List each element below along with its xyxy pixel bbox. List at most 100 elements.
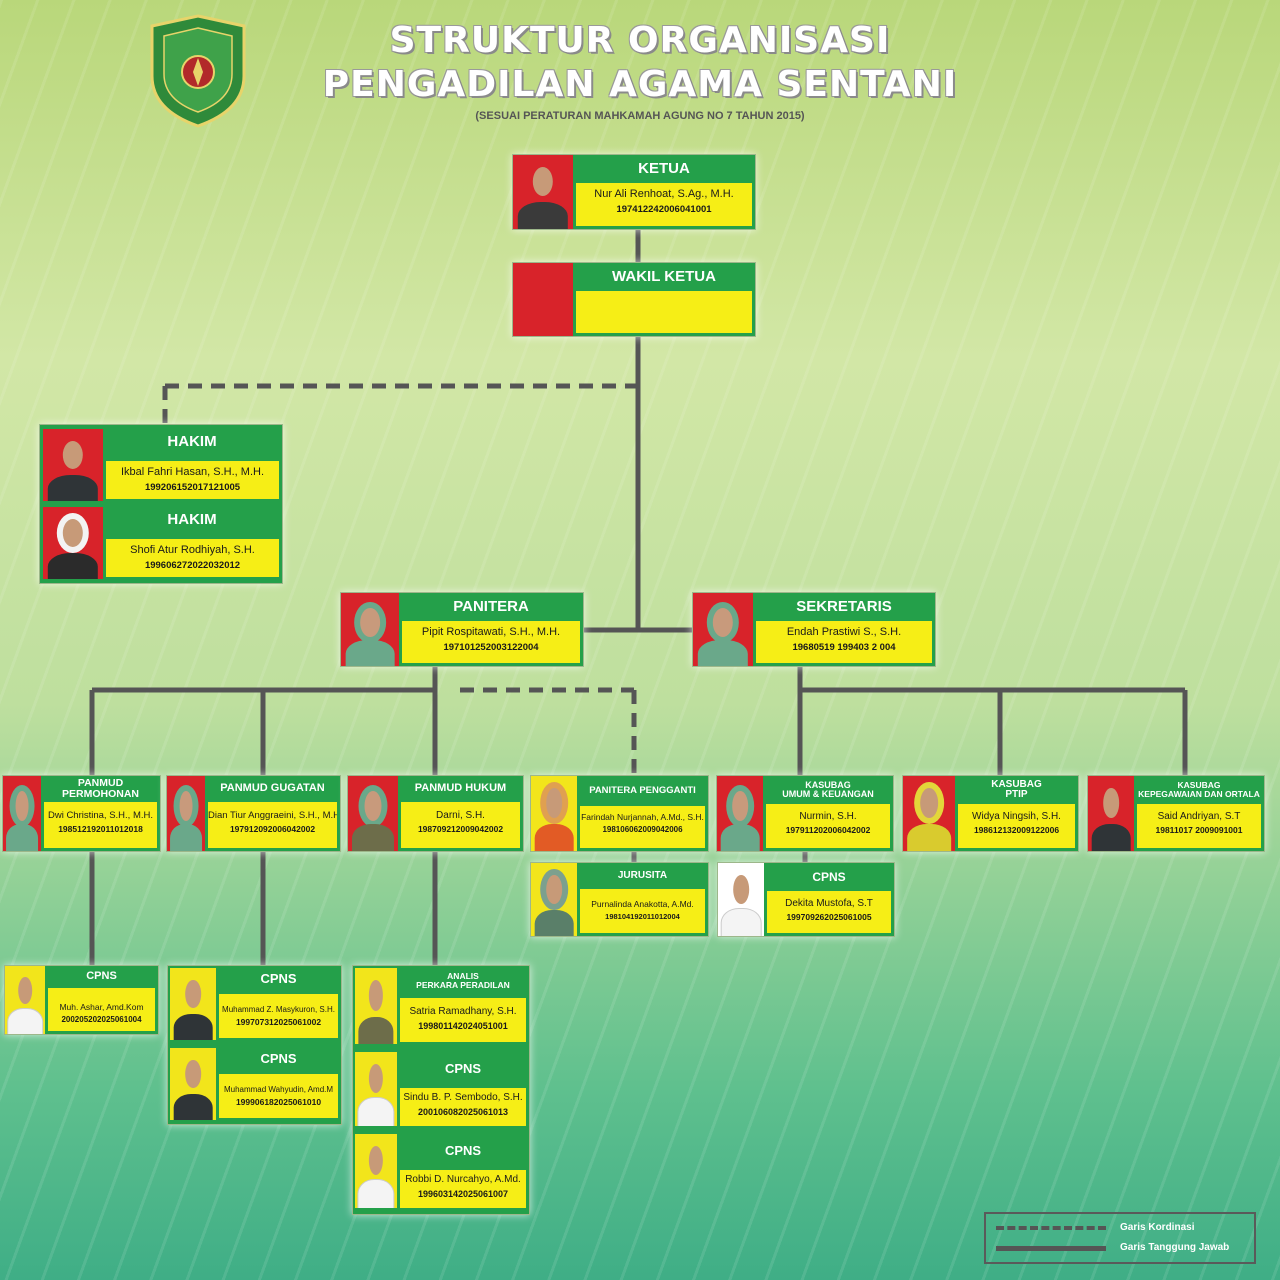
hakim-2-photo xyxy=(43,507,103,579)
cpns-gugatan-2-photo xyxy=(170,1048,216,1120)
solid-line-sample xyxy=(996,1246,1106,1251)
sekretaris-box[interactable]: SEKRETARIS Endah Prastiwi S., S.H. 19680… xyxy=(692,592,936,667)
legend: Garis Kordinasi Garis Tanggung Jawab xyxy=(984,1212,1256,1264)
person-nip: 200106082025061013 xyxy=(417,1107,509,1117)
position-title: CPNS xyxy=(444,1143,482,1159)
kasubag-ptip-photo xyxy=(903,776,955,851)
panmud-permohonan-box[interactable]: PANMUD PERMOHONAN Dwi Christina, S.H., M… xyxy=(2,775,161,852)
person-name: Purnalinda Anakotta, A.Md. xyxy=(591,899,694,909)
page-title-line-2: PENGADILAN AGAMA SENTANI xyxy=(322,64,958,105)
person-name: Satria Ramadhany, S.H. xyxy=(409,1006,517,1017)
position-title: CPNS xyxy=(260,1051,297,1067)
hakim-1-photo xyxy=(43,429,103,501)
cpns-permohonan-photo xyxy=(5,966,45,1034)
panmud-hukum-box[interactable]: PANMUD HUKUM Darni, S.H. 198709212009042… xyxy=(347,775,524,852)
person-name: Muhammad Z. Masykuron, S.H. xyxy=(222,1005,335,1014)
person-name: Sindu B. P. Sembodo, S.H. xyxy=(403,1092,523,1103)
person-nip: 197911202006042002 xyxy=(785,825,871,835)
responsibility-lines xyxy=(89,228,1188,965)
position-title: JURUSITA xyxy=(617,869,668,881)
sekretaris-photo xyxy=(693,593,753,666)
person-name: Endah Prastiwi S., S.H. xyxy=(786,626,902,638)
person-name: Dian Tiur Anggraeini, S.H., M.H. xyxy=(208,810,337,821)
cpns-umum-photo xyxy=(718,863,764,936)
cpns-gugatan-group: CPNS Muhammad Z. Masykuron, S.H. 1997073… xyxy=(167,965,342,1125)
person-name: Dekita Mustofa, S.T xyxy=(785,898,873,909)
panitera-pengganti-box[interactable]: PANITERA PENGGANTI Farindah Nurjannah, A… xyxy=(530,775,709,852)
panitera-box[interactable]: PANITERA Pipit Rospitawati, S.H., M.H. 1… xyxy=(340,592,584,667)
cpns-hukum-2-photo xyxy=(355,1134,397,1208)
person-name: Dwi Christina, S.H., M.H. xyxy=(47,810,154,821)
kasubag-kepegawaian-box[interactable]: KASUBAG KEPEGAWAIAN DAN ORTALA Said Andr… xyxy=(1087,775,1265,852)
person-nip: 19811017 2009091001 xyxy=(1155,825,1243,835)
person-name: Ikbal Fahri Hasan, S.H., M.H. xyxy=(120,466,265,478)
person-nip: 200205202025061004 xyxy=(61,1015,142,1024)
person-name: Robbi D. Nurcahyo, A.Md. xyxy=(405,1174,521,1185)
page-subtitle: (SESUAI PERATURAN MAHKAMAH AGUNG NO 7 TA… xyxy=(475,110,805,122)
person-nip: 198104192011012004 xyxy=(605,912,680,921)
ketua-photo xyxy=(513,155,573,229)
person-nip: 197101252003122004 xyxy=(443,642,539,653)
panmud-permohonan-photo xyxy=(3,776,41,851)
page-title-line-1: STRUKTUR ORGANISASI xyxy=(389,20,891,61)
position-title: KETUA xyxy=(638,160,690,178)
position-title: SEKRETARIS xyxy=(796,598,892,616)
kasubag-umum-photo xyxy=(717,776,763,851)
kasubag-ptip-box[interactable]: KASUBAG PTIP Widya Ningsih, S.H. 1986121… xyxy=(902,775,1079,852)
position-title: CPNS xyxy=(812,869,846,884)
panmud-gugatan-box[interactable]: PANMUD GUGATAN Dian Tiur Anggraeini, S.H… xyxy=(166,775,341,852)
position-title: KASUBAG PTIP xyxy=(991,778,1042,800)
position-title: HAKIM xyxy=(167,433,217,451)
person-name: Widya Ningsih, S.H. xyxy=(972,811,1061,822)
person-nip: 199801142024051001 xyxy=(418,1021,508,1031)
legend-responsibility-label: Garis Tanggung Jawab xyxy=(1120,1242,1230,1253)
dashed-line-sample xyxy=(996,1226,1106,1230)
position-title: PANMUD HUKUM xyxy=(414,782,507,795)
hakim-1-card[interactable]: HAKIM Ikbal Fahri Hasan, S.H., M.H. 1992… xyxy=(40,425,282,503)
position-title: CPNS xyxy=(260,971,297,987)
hakim-2-card[interactable]: HAKIM Shofi Atur Rodhiyah, S.H. 19960627… xyxy=(40,503,282,581)
person-name: Muh. Ashar, Amd.Kom xyxy=(59,1002,144,1012)
person-name: Nur Ali Renhoat, S.Ag., M.H. xyxy=(594,188,734,200)
position-title: PANMUD PERMOHONAN xyxy=(61,776,139,800)
cpns-permohonan-box[interactable]: CPNS Muh. Ashar, Amd.Kom 200205202025061… xyxy=(4,965,159,1035)
person-nip: 199709262025061005 xyxy=(786,912,872,922)
panitera-photo xyxy=(341,593,399,666)
wakil-ketua-box[interactable]: WAKIL KETUA xyxy=(512,262,756,337)
kasubag-umum-box[interactable]: KASUBAG UMUM & KEUANGAN Nurmin, S.H. 197… xyxy=(716,775,894,852)
position-title: CPNS xyxy=(86,970,117,983)
position-title: PANITERA xyxy=(453,598,529,616)
person-name: Nurmin, S.H. xyxy=(799,811,857,822)
person-name: Muhammad Wahyudin, Amd.M xyxy=(223,1085,334,1094)
panitera-pengganti-photo xyxy=(531,776,577,851)
wakil-ketua-photo-placeholder xyxy=(513,263,573,336)
position-title: KASUBAG KEPEGAWAIAN DAN ORTALA xyxy=(1138,780,1260,799)
hakim-group: HAKIM Ikbal Fahri Hasan, S.H., M.H. 1992… xyxy=(39,424,283,584)
panmud-gugatan-photo xyxy=(167,776,205,851)
cpns-gugatan-1-photo xyxy=(170,968,216,1040)
position-title: CPNS xyxy=(444,1061,482,1077)
ketua-box[interactable]: KETUA Nur Ali Renhoat, S.Ag., M.H. 19741… xyxy=(512,154,756,230)
person-nip: 197912092006042002 xyxy=(229,824,316,834)
position-title: PANMUD GUGATAN xyxy=(220,782,325,795)
person-name: Said Andriyan, S.T xyxy=(1157,811,1241,822)
cpns-gugatan-2-card[interactable]: CPNS Muhammad Wahyudin, Amd.M 1999061820… xyxy=(168,1046,341,1124)
person-nip: 199603142025061007 xyxy=(417,1189,509,1199)
person-name: Pipit Rospitawati, S.H., M.H. xyxy=(421,626,561,638)
jurusita-photo xyxy=(531,863,577,936)
cpns-umum-box[interactable]: CPNS Dekita Mustofa, S.T 199709262025061… xyxy=(717,862,895,937)
person-nip: 19680519 199403 2 004 xyxy=(792,642,896,653)
jurusita-box[interactable]: JURUSITA Purnalinda Anakotta, A.Md. 1981… xyxy=(530,862,709,937)
person-nip: 197412242006041001 xyxy=(616,204,712,215)
panmud-hukum-staff-group: ANALIS PERKARA PERADILAN Satria Ramadhan… xyxy=(352,965,530,1215)
position-title: KASUBAG UMUM & KEUANGAN xyxy=(782,779,874,799)
position-title: HAKIM xyxy=(167,511,217,529)
cpns-gugatan-1-card[interactable]: CPNS Muhammad Z. Masykuron, S.H. 1997073… xyxy=(168,966,341,1044)
person-nip: 198106062009042006 xyxy=(602,825,683,834)
person-nip: 199606272022032012 xyxy=(144,560,241,571)
cpns-hukum-1-card[interactable]: CPNS Sindu B. P. Sembodo, S.H. 200106082… xyxy=(353,1050,529,1130)
cpns-hukum-2-card[interactable]: CPNS Robbi D. Nurcahyo, A.Md. 1996031420… xyxy=(353,1132,529,1212)
analis-card[interactable]: ANALIS PERKARA PERADILAN Satria Ramadhan… xyxy=(353,966,529,1048)
position-title: ANALIS PERKARA PERADILAN xyxy=(416,971,510,990)
